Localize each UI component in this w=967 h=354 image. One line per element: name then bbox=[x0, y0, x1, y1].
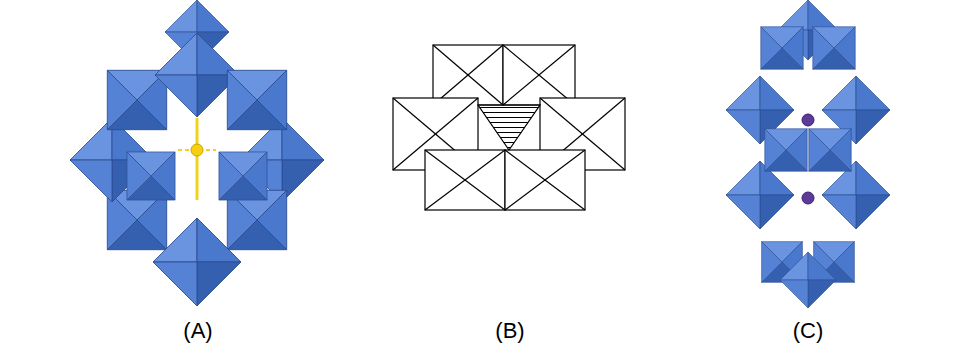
figure-label: (A) bbox=[183, 318, 212, 344]
line-drawing-b-part bbox=[425, 150, 505, 210]
cluster-c-part bbox=[740, 6, 825, 91]
line-drawing-b-part bbox=[478, 105, 540, 150]
figure-label: (C) bbox=[793, 318, 824, 344]
cluster-c-part bbox=[788, 108, 873, 193]
cluster-a-part bbox=[191, 144, 203, 156]
cluster-c-part bbox=[780, 252, 836, 308]
line-drawing-b-part bbox=[433, 45, 503, 105]
cluster-c-part bbox=[802, 192, 814, 204]
line-drawing-b-part bbox=[503, 45, 575, 105]
line-drawing-b-part bbox=[433, 45, 503, 105]
cluster-a-part bbox=[103, 128, 199, 224]
cluster-c-part bbox=[792, 6, 877, 91]
line-drawing-b bbox=[393, 45, 625, 210]
cluster-a-part bbox=[196, 118, 199, 200]
line-drawing-b-part bbox=[425, 150, 505, 210]
line-drawing-b-part bbox=[505, 150, 585, 210]
figure-label: (B) bbox=[495, 318, 524, 344]
cluster-a-part bbox=[155, 33, 239, 117]
line-drawing-b-part bbox=[503, 45, 575, 105]
line-drawing-b-part bbox=[425, 150, 505, 210]
line-drawing-b-part bbox=[505, 150, 585, 210]
line-drawing-b-part bbox=[503, 45, 575, 105]
line-drawing-b-part bbox=[505, 150, 585, 210]
cluster-a bbox=[70, 0, 324, 306]
cluster-c bbox=[726, 0, 890, 308]
cluster-c-part bbox=[802, 114, 814, 126]
cluster-a-part bbox=[195, 128, 291, 224]
cluster-a-part bbox=[198, 41, 317, 160]
cluster-a-part bbox=[153, 218, 241, 306]
line-drawing-b-part bbox=[433, 45, 503, 105]
